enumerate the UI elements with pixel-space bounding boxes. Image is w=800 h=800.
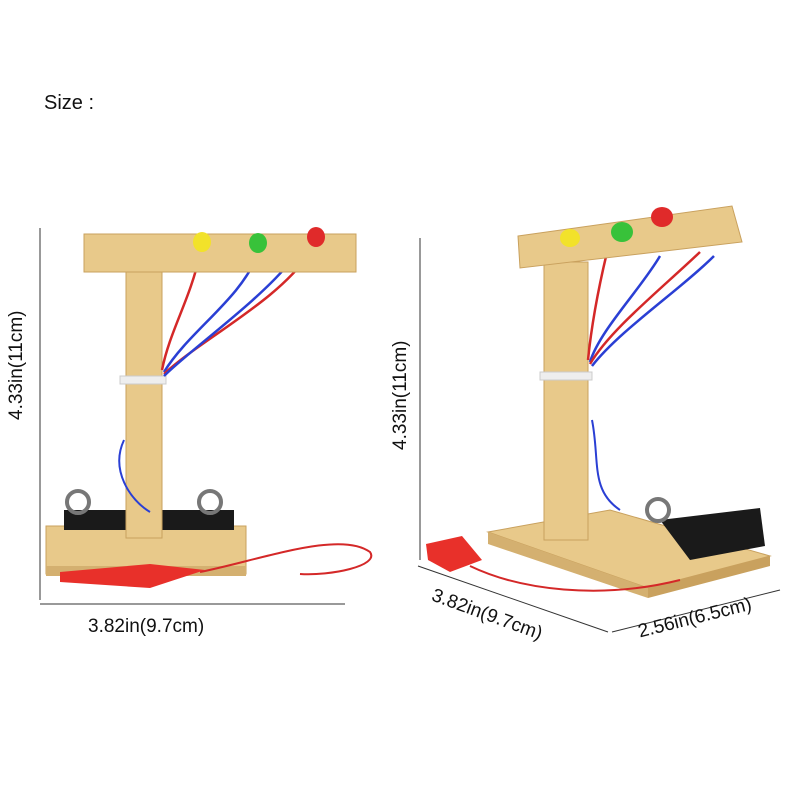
screw-hook-icon xyxy=(197,489,223,515)
yellow-led-icon xyxy=(193,232,211,252)
zip-tie-left xyxy=(119,375,167,385)
battery-holder-right xyxy=(660,508,765,560)
red-led-icon xyxy=(307,227,325,247)
traffic-light-front-view xyxy=(39,227,373,605)
green-led-icon xyxy=(249,233,267,253)
depth-dimension-line-right xyxy=(611,589,781,633)
screw-hook-icon xyxy=(65,489,91,515)
zip-tie-right xyxy=(539,371,593,381)
width-dimension-line-right xyxy=(417,565,609,633)
red-led-icon xyxy=(651,207,673,227)
size-heading: Size : xyxy=(44,92,95,114)
alligator-clip-left xyxy=(60,564,205,588)
traffic-light-angle-view xyxy=(417,205,781,633)
green-led-icon xyxy=(611,222,633,242)
yellow-led-icon xyxy=(560,229,580,247)
alligator-clip-right xyxy=(426,536,482,572)
height-label-right: 4.33in(11cm) xyxy=(390,340,411,450)
width-label-left: 3.82in(9.7cm) xyxy=(88,616,205,637)
screw-hook-icon xyxy=(645,497,671,523)
wooden-post-right xyxy=(543,261,589,541)
wooden-post-left xyxy=(125,267,163,539)
height-label-left: 4.33in(11cm) xyxy=(6,310,27,420)
